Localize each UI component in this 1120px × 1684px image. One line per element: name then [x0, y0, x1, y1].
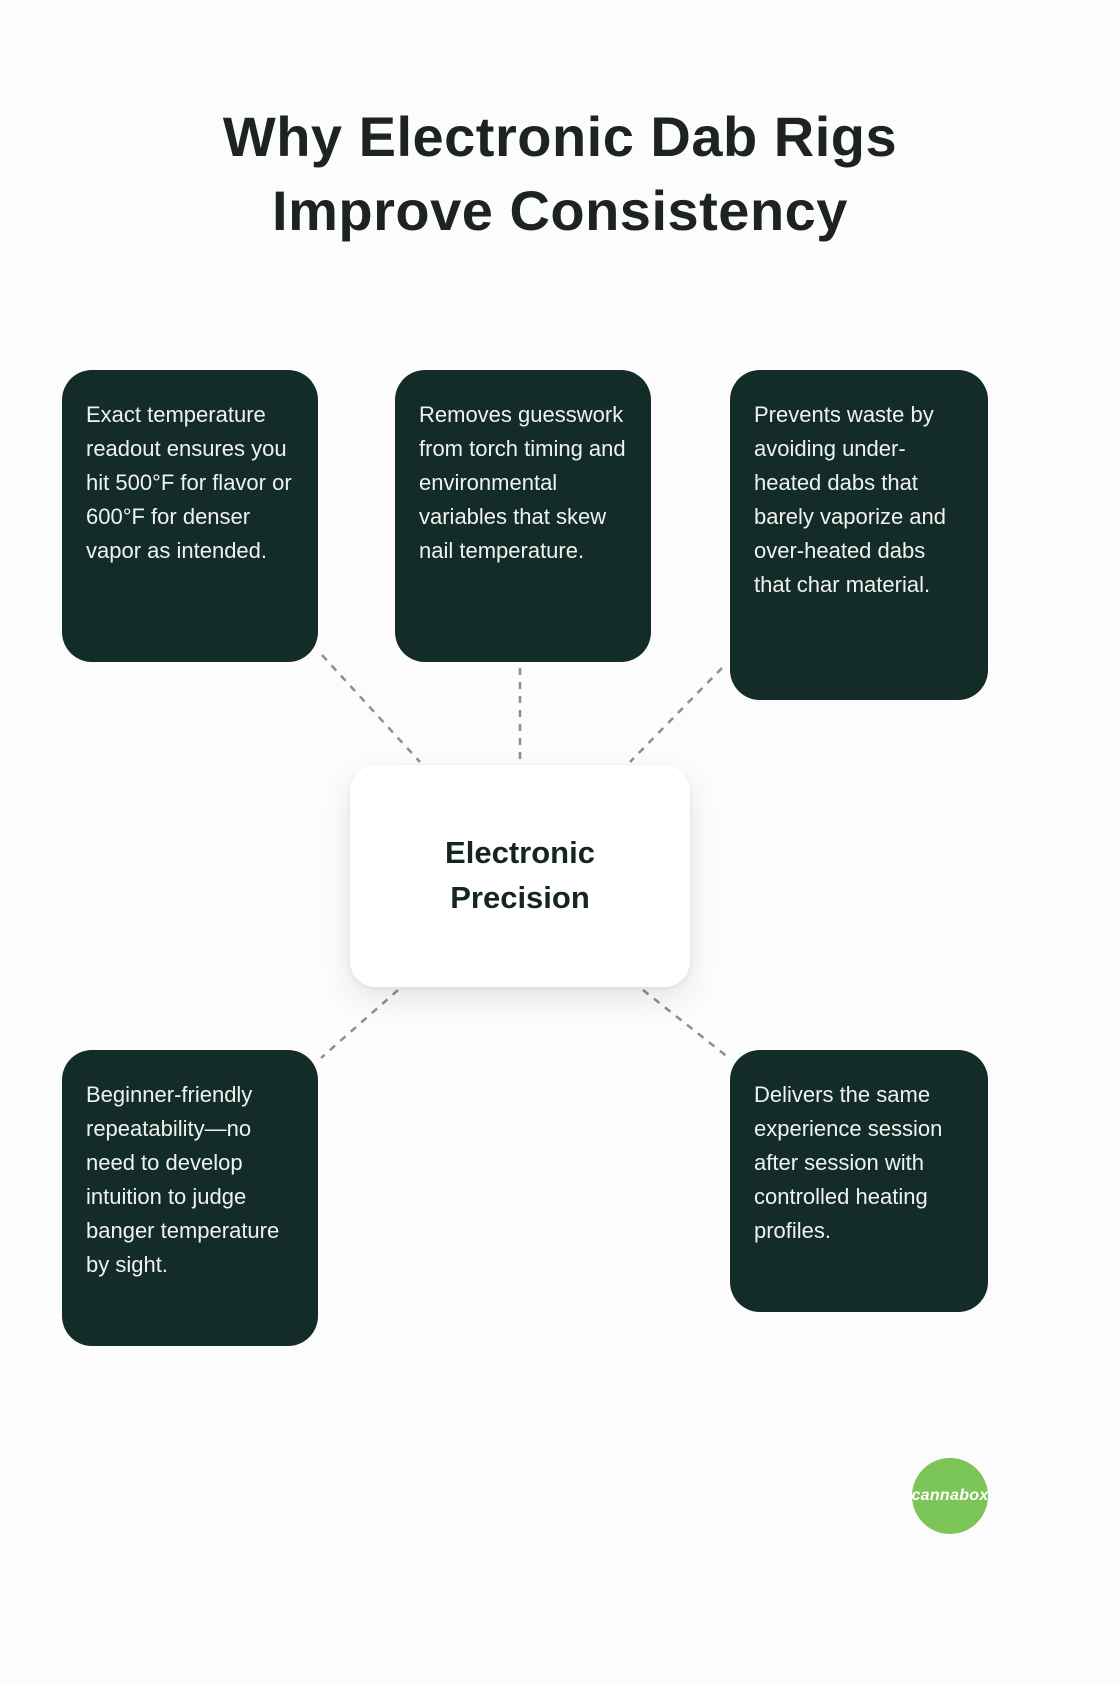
benefit-card-text: Exact temperature readout ensures you hi…	[86, 402, 292, 563]
center-concept-card: Electronic Precision	[350, 765, 690, 987]
benefit-card-same-experience: Delivers the same experience session aft…	[730, 1050, 988, 1312]
benefit-card-text: Beginner-friendly repeatability—no need …	[86, 1082, 280, 1277]
page-title-line-2: Improve Consistency	[272, 178, 848, 242]
benefit-card-exact-temperature: Exact temperature readout ensures you hi…	[62, 370, 318, 662]
connector-bottom-right	[642, 989, 730, 1059]
cannabox-logo-text: cannabox	[911, 1487, 989, 1504]
benefit-card-text: Prevents waste by avoiding under-heated …	[754, 402, 947, 597]
page-title: Why Electronic Dab Rigs Improve Consiste…	[0, 100, 1120, 248]
benefit-card-text: Removes guesswork from torch timing and …	[419, 402, 626, 563]
page-title-line-1: Why Electronic Dab Rigs	[222, 105, 898, 168]
benefit-card-beginner-friendly: Beginner-friendly repeatability—no need …	[62, 1050, 318, 1346]
connector-top-right	[629, 667, 723, 763]
benefit-card-text: Delivers the same experience session aft…	[754, 1082, 943, 1243]
benefit-card-removes-guesswork: Removes guesswork from torch timing and …	[395, 370, 651, 662]
connector-bottom-left	[320, 989, 399, 1059]
center-concept-label: Electronic Precision	[445, 835, 595, 915]
connector-top-left	[321, 654, 421, 763]
cannabox-logo: cannabox	[911, 1458, 989, 1534]
benefit-card-prevents-waste: Prevents waste by avoiding under-heated …	[730, 370, 988, 700]
